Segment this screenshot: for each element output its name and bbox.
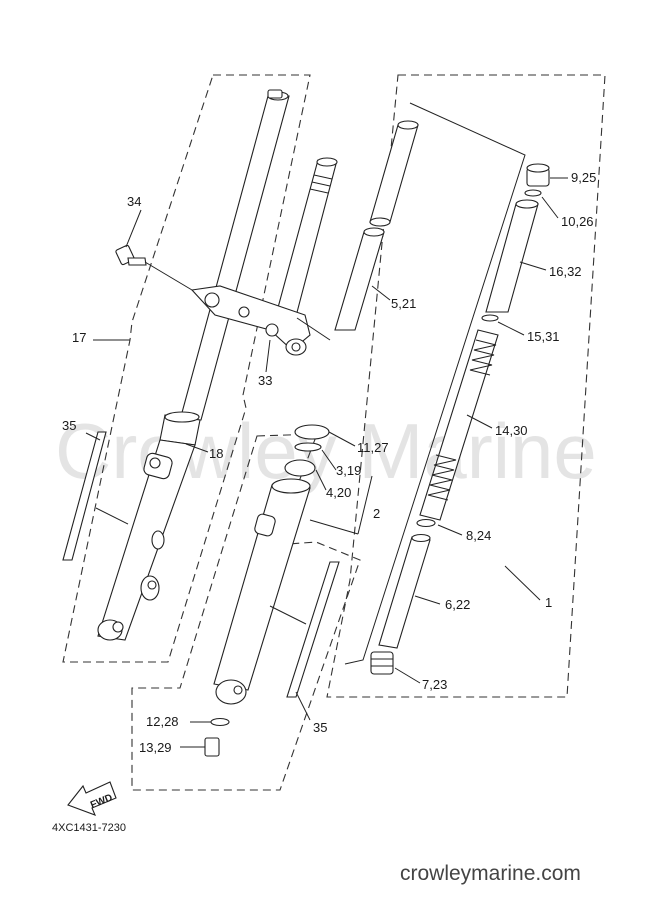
label-14-30: 14,30	[495, 423, 528, 438]
label-7-23: 7,23	[422, 677, 447, 692]
label-6-22: 6,22	[445, 597, 470, 612]
clip-3-19	[294, 442, 322, 452]
washer-15-31	[481, 314, 499, 322]
label-34: 34	[127, 194, 141, 209]
label-11-27: 11,27	[357, 440, 389, 455]
label-5-21: 5,21	[391, 296, 416, 311]
group-outline-fork-assembly	[62, 74, 311, 663]
tube-5-21	[334, 120, 419, 331]
label-2: 2	[373, 506, 380, 521]
website-label[interactable]: crowleymarine.com	[400, 862, 581, 885]
strip-35-right	[286, 561, 340, 698]
label-1: 1	[545, 595, 552, 610]
rod-6-22	[378, 536, 431, 649]
leader-lines	[85, 177, 568, 748]
label-9-25: 9,25	[571, 170, 596, 185]
bolt-34	[115, 244, 193, 291]
label-35-left: 35	[62, 418, 76, 433]
label-3-19: 3,19	[336, 463, 361, 478]
label-8-24: 8,24	[466, 528, 491, 543]
steering-stem-33	[190, 157, 338, 356]
strip-35-left	[62, 431, 107, 561]
diagram-code: 4XC1431-7230	[52, 822, 126, 834]
label-33: 33	[258, 373, 272, 388]
cap-bolt-9-25	[524, 163, 550, 197]
assembly-lines	[344, 102, 526, 665]
label-35-right: 35	[313, 720, 327, 735]
outer-tube-2	[213, 478, 311, 705]
label-12-28: 12,28	[146, 714, 179, 729]
spacer-top	[515, 199, 539, 209]
label-13-29: 13,29	[139, 740, 172, 755]
gasket-12-28	[210, 717, 230, 727]
label-16-32: 16,32	[549, 264, 582, 279]
ring-8-24	[416, 518, 436, 528]
spring-7-23	[370, 651, 394, 675]
label-17: 17	[72, 330, 86, 345]
label-4-20: 4,20	[326, 485, 351, 500]
rod-top	[411, 533, 431, 543]
seal-4-20	[284, 459, 316, 477]
label-15-31: 15,31	[527, 329, 560, 344]
label-18: 18	[209, 446, 223, 461]
spring-14-30	[419, 329, 499, 521]
fwd-arrow-icon: FWD	[67, 781, 117, 816]
group-outline-inner-assembly	[326, 74, 606, 698]
bolt-13-29	[204, 737, 220, 757]
label-10-26: 10,26	[561, 214, 594, 229]
watermark-text: Crowley Marine	[55, 407, 597, 495]
fork-leg-17	[97, 89, 290, 641]
spacer-16-32	[485, 203, 539, 313]
oil-seal-11-27	[294, 424, 330, 440]
